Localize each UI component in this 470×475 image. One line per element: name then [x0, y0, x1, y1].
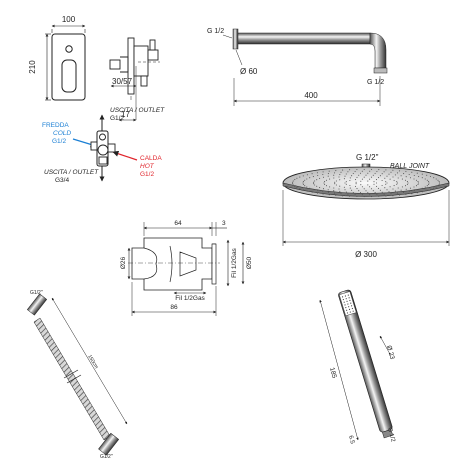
hot-size: G1/2	[140, 171, 154, 178]
shower-head: G 1/2" BALL JOINT Ø 300	[282, 153, 450, 259]
arm-length-label: 400	[304, 91, 318, 100]
arm-wall-thread: G 1/2	[207, 28, 224, 35]
hand-shower: 185 Ø 23 G 1/2 6.5	[319, 289, 396, 445]
upper-outlet-size: G1/2	[110, 115, 124, 122]
outlet-offset-label: 3	[222, 220, 226, 227]
hose-length-label: 150cm	[86, 354, 99, 370]
valve-side-view: 30/57 17	[109, 37, 160, 122]
hose-top-thread: G1/2"	[30, 290, 43, 296]
valve-plate-front-view: 100 210	[28, 15, 86, 101]
head-joint-label: BALL JOINT	[390, 163, 430, 170]
upper-outlet-label: USCITA / OUTLET	[110, 107, 165, 114]
hose-bottom-thread: G1/2"	[100, 454, 113, 460]
hand-thread-label: G 1/2	[386, 427, 396, 443]
cold-label: FREDDA	[42, 122, 69, 129]
shower-hose: G1/2" 150cm G1/2"	[26, 290, 128, 460]
outlet-height-label: Ø26	[120, 256, 127, 269]
shower-arm: G 1/2 Ø 60 G 1/2 400	[207, 28, 388, 106]
head-thread-label: G 1/2"	[356, 153, 379, 162]
arm-flange-diameter: Ø 60	[240, 67, 258, 76]
hand-small-label: 6.5	[347, 435, 355, 445]
shower-head-nozzles	[292, 168, 441, 198]
hand-diameter-label: Ø 23	[385, 345, 396, 361]
hot-label-en: HOT	[140, 163, 155, 170]
lower-outlet-size: G3/4	[55, 177, 69, 184]
valve-body-diagram: USCITA / OUTLET G1/2 FREDDA COLD G1/2 CA…	[42, 107, 165, 184]
outlet-diameter-label: Ø50	[246, 256, 253, 269]
outlet-thread-side: Fil 1/2Gas	[231, 247, 238, 277]
hot-label: CALDA	[140, 155, 162, 162]
wall-outlet-holder: 64 3 Ø26 Fil 1/2Gas Ø50 Fil 1/2Gas 86	[120, 220, 253, 316]
head-diameter-label: Ø 300	[355, 250, 377, 259]
outlet-thread-bottom: Fil 1/2Gas	[175, 295, 205, 302]
hand-length-label: 185	[328, 367, 338, 380]
cold-label-en: COLD	[53, 130, 71, 137]
cold-size: G1/2	[52, 138, 66, 145]
outlet-width-label: 64	[174, 220, 182, 227]
arm-head-thread: G 1/2	[367, 79, 384, 86]
valve-offset-label: 17	[121, 110, 130, 119]
plate-height-label: 210	[28, 60, 37, 74]
valve-depth-label: 30/57	[112, 77, 133, 86]
outlet-total-width-label: 86	[170, 304, 178, 311]
plate-width-label: 100	[62, 15, 76, 24]
lower-outlet-label: USCITA / OUTLET	[44, 169, 99, 176]
